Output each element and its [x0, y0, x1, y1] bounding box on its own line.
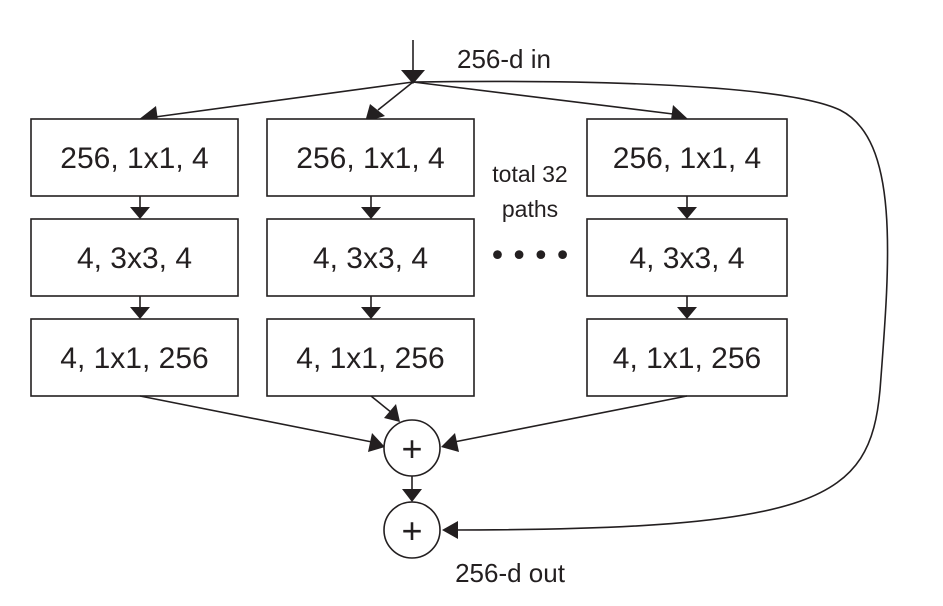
- layer-box: [266, 318, 475, 397]
- layer-box: [586, 318, 788, 397]
- layer-box: [586, 118, 788, 197]
- paths-note-line-2: paths: [502, 196, 558, 222]
- layer-label: 4, 3x3, 4: [77, 242, 192, 275]
- path-2: 256, 1x1, 4 4, 3x3, 4 4, 1x1, 256: [266, 118, 475, 397]
- layer-box: [30, 218, 239, 297]
- merge-arrow-head-path-2: [384, 404, 400, 422]
- layer-arrow-head: [361, 207, 381, 219]
- split-line-path-3: [412, 81, 674, 115]
- layer-label: 4, 3x3, 4: [313, 242, 428, 275]
- residual-add-symbol: +: [401, 510, 422, 551]
- layer-arrow-head: [361, 307, 381, 319]
- layer-arrow-head: [130, 307, 150, 319]
- merge-line-path-2: [370, 395, 393, 414]
- layer-arrow-head: [677, 207, 697, 219]
- layer-label: 256, 1x1, 4: [613, 142, 761, 175]
- layer-label: 4, 1x1, 256: [613, 342, 761, 375]
- split-line-path-1: [154, 81, 414, 118]
- split-arrow-head-path-2: [365, 104, 385, 122]
- split-line-path-2: [377, 81, 414, 111]
- path-1: 256, 1x1, 4 4, 3x3, 4 4, 1x1, 256: [30, 118, 239, 397]
- output-label: 256-d out: [455, 558, 566, 588]
- merge-arrow-head-path-3: [441, 433, 459, 452]
- layer-box: [266, 218, 475, 297]
- sum-to-add-arrow-head: [402, 489, 422, 502]
- identity-shortcut-arrow-head: [442, 521, 458, 539]
- layer-box: [266, 118, 475, 197]
- path-3: 256, 1x1, 4 4, 3x3, 4 4, 1x1, 256: [586, 118, 788, 397]
- input-arrow-head: [401, 70, 425, 84]
- layer-label: 4, 3x3, 4: [629, 242, 744, 275]
- input-label: 256-d in: [457, 44, 551, 74]
- layer-box: [30, 318, 239, 397]
- layer-label: 4, 1x1, 256: [60, 342, 208, 375]
- residual-add-node: [383, 501, 441, 559]
- aggregation-sum-symbol: +: [401, 428, 422, 469]
- layer-label: 256, 1x1, 4: [60, 142, 208, 175]
- layer-arrow-head: [677, 307, 697, 319]
- layer-box: [586, 218, 788, 297]
- paths-note-line-1: total 32: [492, 161, 567, 187]
- merge-line-path-1: [139, 395, 373, 443]
- more-paths-ellipsis: ••••: [489, 239, 576, 274]
- merge-line-path-3: [453, 395, 688, 443]
- layer-label: 256, 1x1, 4: [296, 142, 444, 175]
- layer-arrow-head: [130, 207, 150, 219]
- merge-arrow-head-path-1: [368, 433, 385, 452]
- layer-label: 4, 1x1, 256: [296, 342, 444, 375]
- identity-shortcut-line: [412, 80, 889, 531]
- layer-box: [30, 118, 239, 197]
